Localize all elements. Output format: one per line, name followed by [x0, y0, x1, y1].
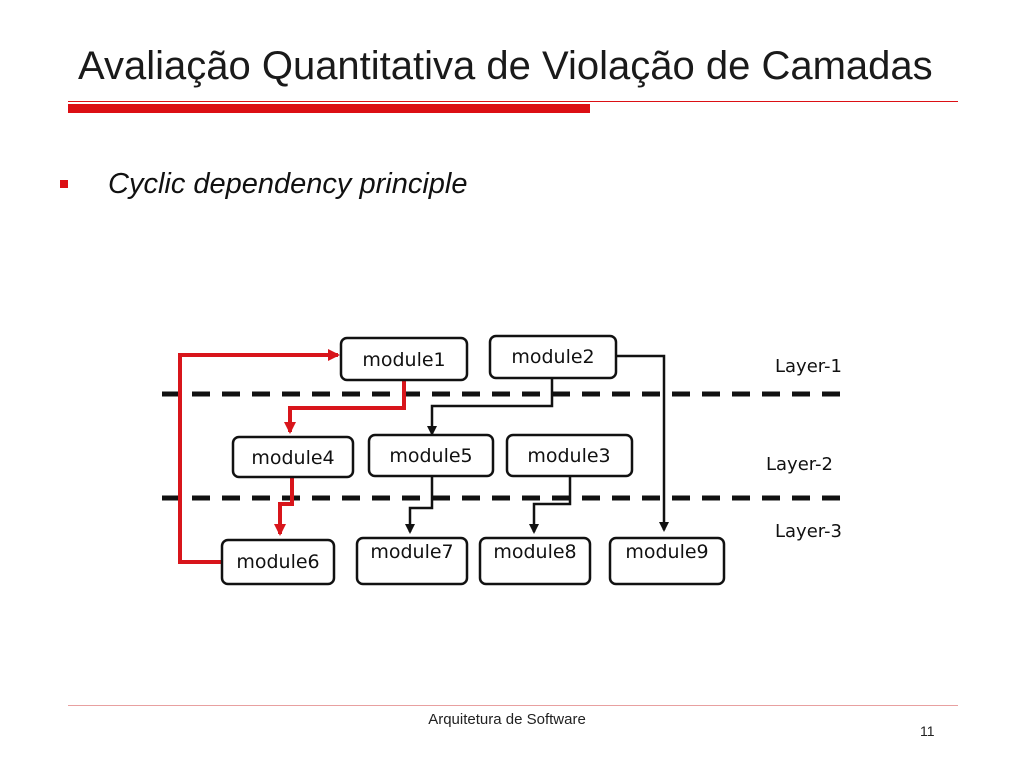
module-label: module5 — [389, 445, 472, 467]
footer-text: Arquitetura de Software — [428, 711, 586, 728]
module-label: module3 — [527, 445, 610, 467]
module-box-module4: module4 — [231, 435, 355, 479]
slide-title: Avaliação Quantitativa de Violação de Ca… — [78, 44, 933, 88]
edge-module2-module5 — [427, 378, 554, 436]
bullet-square-icon — [60, 180, 68, 188]
module-box-module6: module6 — [220, 538, 336, 586]
module-label: module4 — [251, 447, 334, 469]
cycle-edge-module4-module6 — [274, 476, 294, 536]
layer-label-3: Layer-3 — [775, 521, 842, 542]
cycle-edge-module6-module1 — [178, 349, 340, 564]
edge-module5-module7 — [405, 476, 434, 534]
module-box-module5: module5 — [367, 433, 495, 478]
cycle-edge-module1-module4 — [284, 380, 406, 434]
title-underline-thick — [68, 104, 590, 113]
edge-module3-module8 — [529, 476, 572, 534]
layer-label-1: Layer-1 — [775, 356, 842, 377]
module-box-module7: module7 — [355, 536, 469, 586]
module-label: module2 — [511, 346, 594, 368]
layer-label-2: Layer-2 — [766, 454, 833, 475]
module-label: module7 — [370, 541, 453, 563]
page-number: 11 — [920, 723, 935, 739]
module-label: module6 — [236, 551, 319, 573]
module-box-module2: module2 — [488, 334, 618, 380]
module-box-module8: module8 — [478, 536, 592, 586]
module-box-module3: module3 — [505, 433, 634, 478]
module-label: module1 — [362, 349, 445, 371]
module-box-module1: module1 — [339, 336, 469, 382]
edge-module2-module9 — [616, 354, 669, 532]
module-label: module8 — [493, 541, 576, 563]
module-label: module9 — [625, 541, 708, 563]
footer-rule — [68, 705, 958, 706]
title-underline-thin — [68, 101, 958, 102]
module-box-module9: module9 — [608, 536, 726, 586]
bullet-text: Cyclic dependency principle — [108, 168, 468, 200]
